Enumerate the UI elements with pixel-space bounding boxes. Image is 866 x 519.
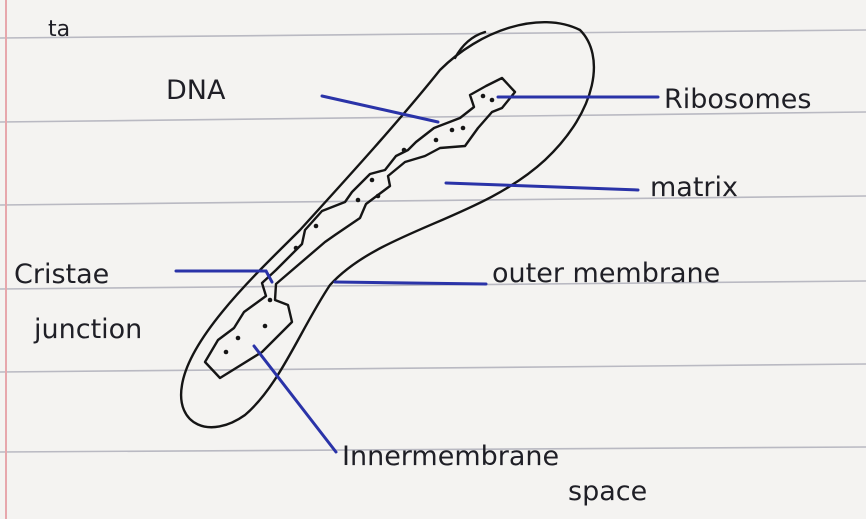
label-ribosomes: Ribosomes: [664, 84, 812, 115]
matrix-pointer: [446, 183, 638, 190]
cristae-pointer-tip: [266, 271, 272, 282]
label-matrix: matrix: [650, 172, 738, 203]
corner-note: ta: [48, 17, 70, 42]
inner-membrane-cristae: [205, 78, 515, 378]
ribosome-dots: [224, 94, 495, 355]
label-cristae: Cristae: [14, 259, 109, 290]
label-outer-membrane: outer membrane: [492, 258, 720, 289]
label-cristae-junction: junction: [33, 314, 142, 345]
label-intermembrane: Innermembrane: [342, 441, 559, 472]
label-intermembrane-space: space: [568, 476, 647, 507]
outer-membrane-pointer: [335, 282, 486, 284]
label-dna: DNA: [166, 75, 226, 106]
intermembrane-pointer: [254, 346, 336, 452]
